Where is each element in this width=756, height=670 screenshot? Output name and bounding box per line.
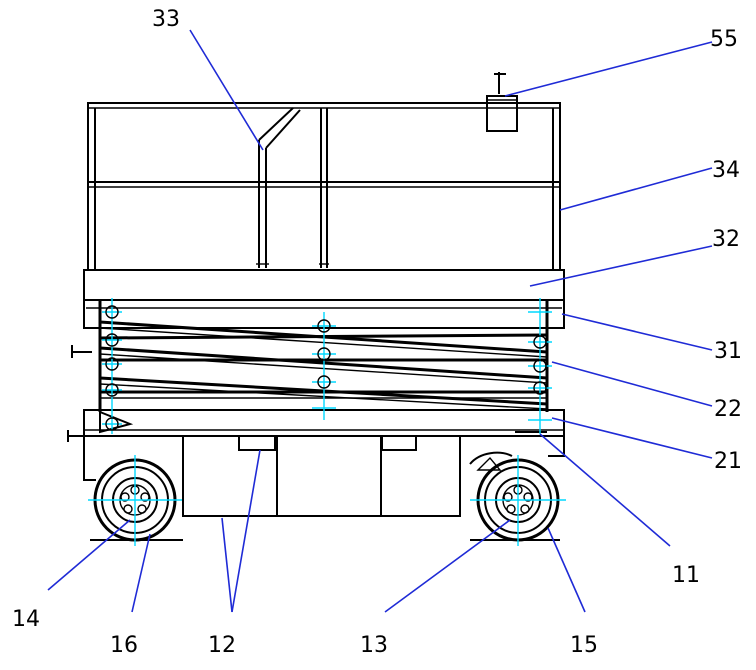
- callout-labels: 33 55 34 32 31 22 21 11 14 16 12 13 15: [12, 7, 742, 658]
- callout-11: 11: [672, 563, 700, 588]
- control-box: [486, 72, 518, 132]
- callout-21: 21: [714, 449, 742, 474]
- callout-22: 22: [714, 397, 742, 422]
- pin-marks-right: [528, 298, 552, 434]
- callout-32: 32: [712, 227, 740, 252]
- pin-marks-middle: [312, 312, 336, 420]
- callout-12: 12: [208, 633, 236, 658]
- leader-lines: [47, 29, 713, 613]
- scissor-arms: [71, 300, 549, 412]
- pin-marks-left: [102, 298, 122, 434]
- battery-boxes: [182, 435, 461, 517]
- callout-33: 33: [152, 7, 180, 32]
- entry-gate: [256, 107, 301, 268]
- callout-13: 13: [360, 633, 388, 658]
- right-wheel: [469, 451, 560, 542]
- guard-rail: [87, 102, 561, 270]
- callout-31: 31: [714, 339, 742, 364]
- callout-55: 55: [710, 27, 738, 52]
- center-marks: [88, 298, 566, 546]
- callout-34: 34: [712, 158, 740, 183]
- callout-14: 14: [12, 607, 40, 632]
- wheel-center-marks: [88, 455, 566, 546]
- callout-16: 16: [110, 633, 138, 658]
- callout-15: 15: [570, 633, 598, 658]
